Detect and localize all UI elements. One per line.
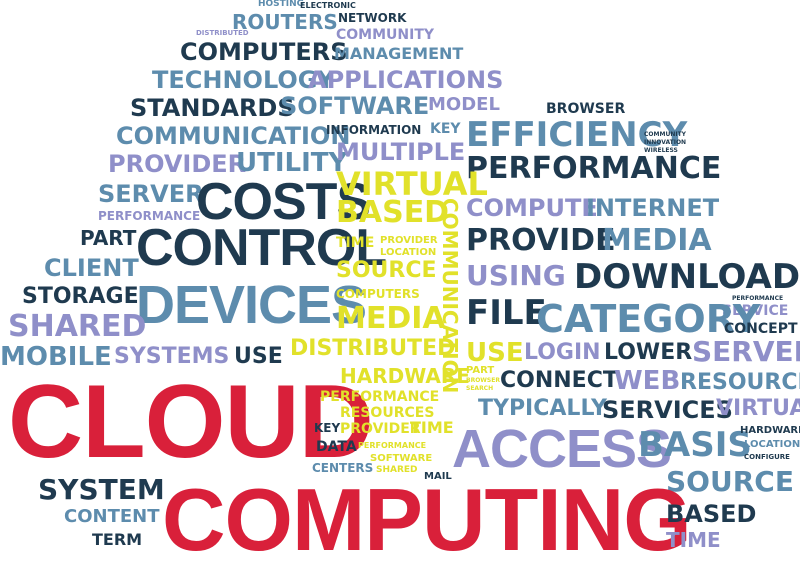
word-location-small: Location [744,439,800,450]
word-time-small: Time [410,418,454,437]
word-download: Download [574,257,800,297]
word-performance-yellow: Performance [320,389,440,405]
word-based-navy: Based [666,500,757,528]
word-resources-yellow: Resources [340,405,435,421]
word-performance-tiny: Performance [732,295,784,302]
word-information: Information [326,123,422,137]
word-storage: Storage [22,284,139,309]
word-shared: Shared [8,309,147,344]
word-web: Web [614,366,681,396]
word-use-navy: Use [234,344,283,369]
word-wireless: Wireless [644,147,678,154]
word-server-left: Server [98,180,204,208]
word-community: Community [336,27,435,43]
word-content: Content [64,506,160,527]
word-service: Service [722,303,789,319]
word-concept: Concept [724,321,798,337]
word-electronic: Electronic [300,1,356,10]
word-provider: Provider [108,150,247,178]
word-innovation: Innovation [644,139,687,146]
word-lower: Lower [604,340,693,365]
word-computers-yellow: Computers [336,287,420,301]
word-mobile: Mobile [0,342,112,372]
word-provider-yellow: Provider [380,235,438,246]
word-cloud: Cloud [8,364,374,480]
word-media-top: Media [602,223,712,258]
word-routers: Routers [232,10,338,34]
word-management: Management [334,44,464,63]
word-technology: Technology [152,66,335,94]
word-provide: Provide [466,223,616,258]
word-software-yellow: Software [370,453,433,464]
word-efficiency: Efficiency [466,115,688,155]
word-using: Using [466,259,566,292]
word-use-yellow: Use [466,338,524,368]
word-performance-large: Performance [466,151,722,186]
word-category: Category [536,297,761,341]
word-search-tiny: Search [466,385,494,392]
word-applications: Applications [308,66,504,94]
word-part-yellow: Part [466,365,495,376]
word-file: File [466,293,547,333]
word-distributed-small: Distributed [196,29,249,37]
word-standards: Standards [130,94,295,122]
word-media-yellow: Media [336,301,446,336]
word-source: Source [666,465,794,498]
word-location-yellow: Location [380,247,437,258]
word-mail: Mail [424,471,452,482]
word-centers: Centers [312,461,374,475]
word-time-yellow: Time [336,235,375,251]
word-utility: Utility [236,148,348,178]
word-shared-yellow: Shared [376,465,418,475]
word-browser: Browser [546,101,626,117]
word-hardware-small: Hardware [740,425,800,436]
word-basis: Basis [638,425,752,465]
word-time-bottom: Time [666,528,721,552]
word-network: Network [338,11,407,25]
word-computers: Computers [180,38,348,66]
word-access: Access [452,419,672,479]
word-distributed-yellow: Distributed [290,336,456,361]
word-virtual: Virtual [336,165,488,203]
word-hardware-yellow: Hardware [340,364,470,388]
word-client: Client [44,254,139,282]
word-systems: Systems [114,344,230,369]
word-services: Services [602,396,733,424]
word-system: System [38,473,165,506]
word-model: Model [428,94,500,115]
word-virtual-right: Virtual [716,396,800,421]
word-part: Part [80,226,137,250]
word-performance-small: Performance [98,209,201,223]
word-browser-tiny: Browser [466,377,500,384]
word-software: Software [280,92,430,120]
word-hosting: Hosting [258,0,305,9]
word-devices: Devices [136,275,367,335]
word-resources: Resources [680,370,800,395]
word-performance-tiny-yellow: Performance [358,441,427,450]
word-login: Login [524,340,601,365]
word-configure: Configure [744,453,790,461]
word-communication: Communication [116,122,351,150]
word-multiple: Multiple [336,138,466,166]
word-server-right: Server [692,335,800,368]
word-key-small: Key [314,421,341,435]
word-internet: Internet [586,194,720,222]
word-community-small: Community [644,131,687,138]
word-costs: Costs [196,173,371,231]
word-source-yellow: Source [336,258,437,283]
word-typically: Typically [478,396,607,421]
word-connect: Connect [500,368,618,393]
word-compute: Compute [466,194,598,222]
word-control: Control [136,219,387,277]
word-key: Key [430,121,461,137]
word-based: Based [336,195,450,230]
word-provider-yellow-2: Provider [340,421,421,437]
word-data: Data [316,439,357,455]
word-computing: Computing [162,470,692,567]
word-term: Term [92,530,143,549]
